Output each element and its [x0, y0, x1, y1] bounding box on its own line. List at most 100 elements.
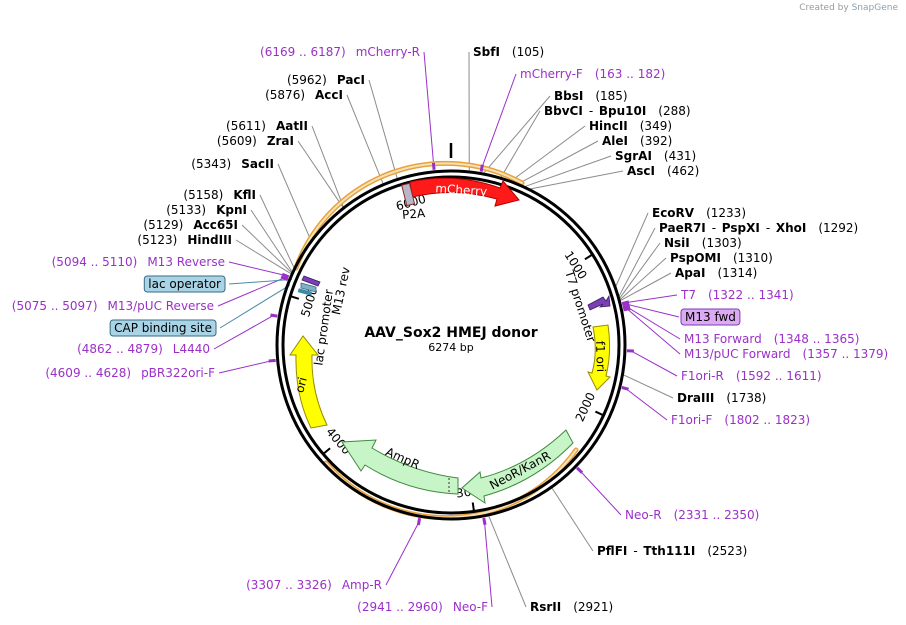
leader-line: [482, 95, 551, 175]
primer-range: (2331 .. 2350): [674, 508, 760, 522]
leader-line: [487, 514, 527, 608]
boxed-label-box: [109, 319, 217, 337]
enzyme-position: (5962): [287, 73, 327, 87]
leader-line: [235, 239, 293, 275]
leader-line: [618, 242, 661, 300]
enzyme-name: DraIII: [677, 391, 714, 405]
leader-line: [627, 308, 681, 355]
enzyme-name-3: XhoI: [776, 221, 807, 235]
enzyme-position: (5129): [143, 218, 183, 232]
enzyme-dash: -: [712, 221, 716, 235]
primer-f1ori-r: F1ori-R(1592 .. 1611): [681, 369, 822, 383]
primer-mark: [280, 275, 289, 281]
primer-name: F1ori-F: [671, 413, 712, 427]
p2a-feature: [401, 182, 416, 207]
leader-line: [385, 521, 420, 586]
t7-promoter-feature: [587, 294, 611, 311]
primer-m13-fwd: M13 fwd: [680, 308, 741, 326]
leader-line: [228, 261, 286, 276]
primer-range: (2941 .. 2960): [357, 600, 443, 614]
enzyme-name: KpnI: [216, 203, 247, 217]
enzyme-position: (2921): [573, 600, 613, 614]
leader-lines: [213, 51, 681, 608]
primer-neo-f: Neo-F (2941 .. 2960): [357, 600, 488, 614]
enzyme-name: AatII: [276, 119, 308, 133]
primer-mark: [622, 302, 630, 307]
primer-name: mCherry-F: [520, 67, 583, 81]
scale-tick-3000: [471, 502, 475, 511]
primer-neo-r: Neo-R (2331 .. 2350): [625, 508, 759, 522]
enzyme-site-draiii: DraIII(1738): [677, 391, 766, 405]
leader-line: [481, 73, 517, 168]
enzyme-position: (392): [640, 134, 672, 148]
f1-ori-feature-arrow: [587, 324, 611, 391]
scale-tick-5000: [290, 295, 300, 300]
enzyme-name-2: Bpu10I: [599, 104, 646, 118]
enzyme-name: BbsI: [554, 89, 583, 103]
enzyme-site-paci: PacI(5962): [287, 73, 365, 87]
enzyme-position: (288): [658, 104, 690, 118]
leader-line: [510, 125, 586, 182]
enzyme-site-paer7i: PaeR7I-PspXI-XhoI(1292): [659, 221, 858, 235]
scale-tick-1000: [584, 254, 593, 261]
cap-site-feature: [297, 288, 313, 296]
leader-line: [241, 224, 293, 274]
primer-mark: [268, 358, 276, 363]
enzyme-position: (5133): [166, 203, 206, 217]
leader-line: [259, 194, 296, 270]
boxed-label-text: CAP binding site: [114, 321, 212, 335]
primer-marks: [268, 162, 634, 526]
enzyme-name-2: PspXI: [722, 221, 760, 235]
enzyme-name-2: Tth111I: [643, 544, 695, 558]
leader-line: [614, 212, 649, 288]
enzyme-site-bbsi: BbsI(185): [554, 89, 628, 103]
enzyme-site-pspomi: PspOMI(1310): [670, 251, 773, 265]
leader-line: [626, 303, 680, 318]
leader-line: [297, 140, 344, 209]
enzyme-name: AscI: [627, 164, 655, 178]
enzyme-site-sgrai: SgrAI(431): [615, 149, 696, 163]
primer-mark: [622, 304, 631, 310]
enzyme-site-zrai: ZraI(5609): [217, 134, 294, 148]
leader-line: [618, 257, 667, 301]
enzyme-name: SbfI: [473, 45, 500, 59]
leader-line: [626, 306, 681, 340]
enzyme-position: (1303): [702, 236, 742, 250]
enzyme-position: (5158): [183, 188, 223, 202]
enzyme-name: PspOMI: [670, 251, 721, 265]
primer-box: [680, 308, 741, 326]
enzyme-name: EcoRV: [652, 206, 695, 220]
site-labels: SbfI(105)BbsI(185)BbvCI-Bpu10I(288)HincI…: [12, 45, 888, 614]
enzyme-name: ZraI: [267, 134, 294, 148]
enzyme-name: AleI: [602, 134, 628, 148]
enzyme-site-sacii: SacII(5343): [191, 157, 274, 171]
enzyme-name: AccI: [315, 88, 343, 102]
primer-name: Neo-R: [625, 508, 662, 522]
enzyme-name: PaeR7I: [659, 221, 706, 235]
enzyme-site-kfli: KflI(5158): [183, 188, 256, 202]
enzyme-name: SacII: [241, 157, 274, 171]
primer-mark: [270, 313, 278, 318]
boxed-label-cap-binding-site: CAP binding site: [109, 319, 217, 337]
boxed-label-text: lac operator: [148, 277, 221, 291]
enzyme-name: HindIII: [187, 233, 232, 247]
ori-label: ori: [292, 376, 310, 395]
enzyme-position: (2523): [707, 544, 747, 558]
enzyme-position: (105): [512, 45, 544, 59]
enzyme-site-hindiii: HindIII(5123): [137, 233, 232, 247]
scale-tick-4000: [323, 447, 331, 455]
p2a-label: P2A: [402, 206, 427, 222]
enzyme-site-bbvci: BbvCI-Bpu10I(288): [544, 104, 691, 118]
primer-m13-puc-forward: M13/pUC Forward(1357 .. 1379): [684, 347, 888, 361]
homology-arc-top-core: [295, 162, 523, 269]
primer-mark: [479, 164, 484, 172]
mcherry-feature-arrow: [409, 177, 520, 207]
primer-name: Neo-F: [453, 600, 488, 614]
primer-amp-r: Amp-R(3307 .. 3326): [246, 578, 382, 592]
enzyme-position: (5876): [265, 88, 305, 102]
enzyme-site-acci: AccI (5876): [265, 88, 343, 102]
primer-mcherry-r: mCherry-R(6169 .. 6187): [260, 45, 420, 59]
enzyme-site-nsii: NsiI(1303): [664, 236, 742, 250]
enzyme-name: PflFI: [597, 544, 627, 558]
